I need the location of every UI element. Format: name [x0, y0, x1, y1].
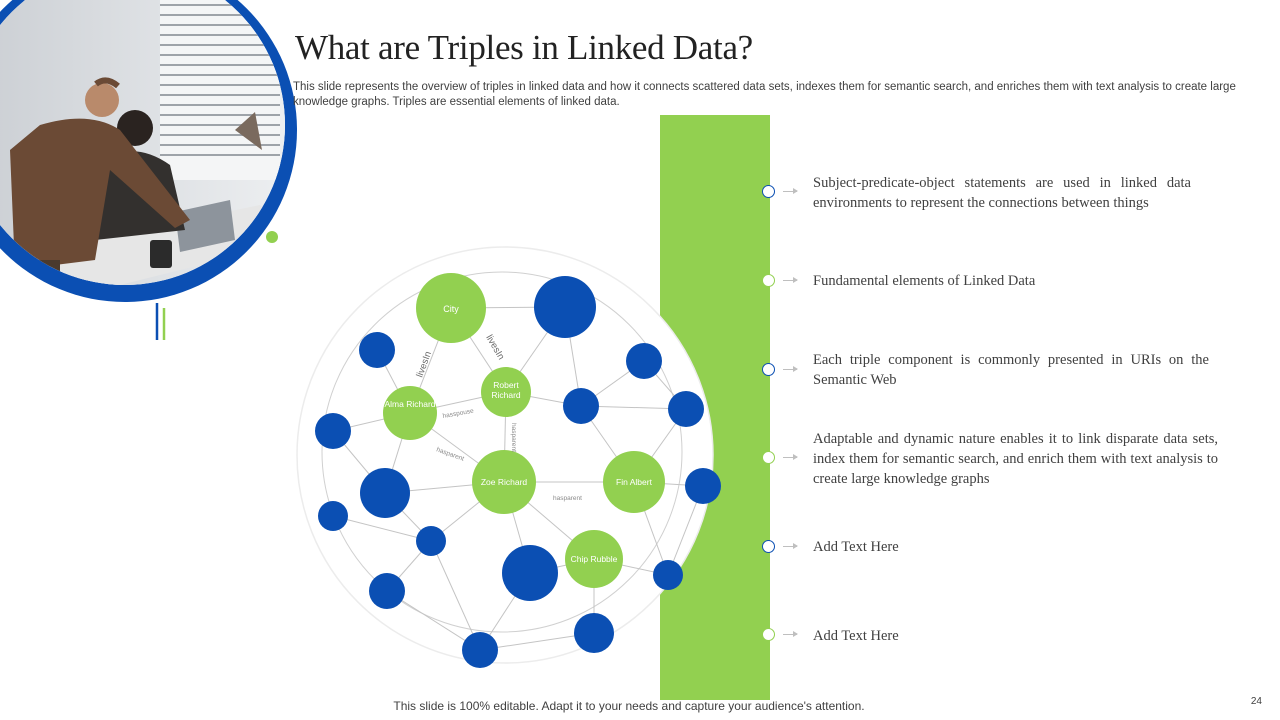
- node-label-city: City: [443, 304, 459, 314]
- node-label-zoe-richard: Zoe Richard: [481, 477, 528, 487]
- bullet-marker-4: [762, 451, 775, 464]
- blue-node: [360, 468, 410, 518]
- bullet-marker-1: [762, 185, 775, 198]
- node-chip-rubble: [565, 530, 623, 588]
- edge-label-hasparent: hasparent: [510, 423, 517, 452]
- bullet-marker-3: [762, 363, 775, 376]
- node-fin-albert: [603, 451, 665, 513]
- triples-network-diagram: City Alma Richard Robert Richard Zoe Ric…: [296, 246, 721, 668]
- bullet-marker-2: [762, 274, 775, 287]
- blue-node: [462, 632, 498, 668]
- arrow-icon: [783, 366, 798, 372]
- node-label-fin-albert: Fin Albert: [616, 477, 653, 487]
- bullet-text-1: Subject-predicate-object statements are …: [813, 175, 1191, 211]
- edge-label-hasparent: hasparent: [553, 495, 582, 502]
- bullet-text-2: Fundamental elements of Linked Data: [813, 273, 1036, 289]
- node-label-robert-richard: Robert Richard: [491, 380, 521, 400]
- blue-node: [359, 332, 395, 368]
- page-title: What are Triples in Linked Data?: [295, 28, 753, 67]
- bullet-text-5: Add Text Here: [813, 539, 899, 555]
- node-robert-richard: [481, 367, 531, 417]
- node-label-alma-richard: Alma Richard: [384, 399, 436, 409]
- blue-node: [685, 468, 721, 504]
- bullet-marker-6: [762, 628, 775, 641]
- arrow-icon: [783, 543, 798, 549]
- blue-node: [574, 613, 614, 653]
- blue-node: [416, 526, 446, 556]
- blue-node: [369, 573, 405, 609]
- node-zoe-richard: [472, 450, 536, 514]
- office-photo: [0, 0, 310, 348]
- node-label-chip-rubble: Chip Rubble: [571, 554, 618, 564]
- node-city: [416, 273, 486, 343]
- blue-node: [315, 413, 351, 449]
- arrow-icon: [783, 631, 798, 637]
- blue-node: [653, 560, 683, 590]
- blue-node: [318, 501, 348, 531]
- bullet-text-3: Each triple component is commonly presen…: [813, 352, 1209, 388]
- blue-node: [626, 343, 662, 379]
- arrow-icon: [783, 277, 798, 283]
- blue-nodes: [315, 276, 721, 668]
- page-subtitle: This slide represents the overview of tr…: [293, 81, 1236, 108]
- blue-node: [502, 545, 558, 601]
- blue-node: [563, 388, 599, 424]
- inner-ring: [321, 271, 683, 633]
- blue-node: [534, 276, 596, 338]
- page-number: 24: [1250, 696, 1262, 707]
- blue-node: [668, 391, 704, 427]
- bullet-marker-5: [762, 540, 775, 553]
- bullet-text-6: Add Text Here: [813, 628, 899, 644]
- footer-note: This slide is 100% editable. Adapt it to…: [393, 699, 865, 713]
- bullet-text-4: Adaptable and dynamic nature enables it …: [813, 431, 1218, 487]
- node-alma-richard: [383, 386, 437, 440]
- arrow-icon: [783, 454, 798, 460]
- arrow-icon: [783, 188, 798, 194]
